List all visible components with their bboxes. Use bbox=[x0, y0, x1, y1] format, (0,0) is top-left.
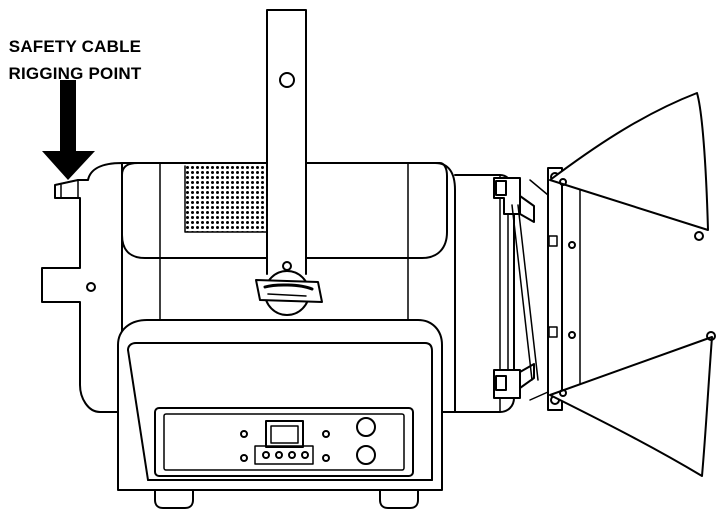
vent-grille bbox=[184, 165, 271, 233]
safety-cable-rigging-point bbox=[54, 179, 79, 199]
callout-label-line-1: SAFETY CABLE bbox=[8, 37, 142, 56]
gel-frame-clip-bottom bbox=[493, 363, 535, 399]
top-housing bbox=[121, 162, 448, 259]
base-feet bbox=[154, 489, 419, 509]
callout-label-line-2: RIGGING POINT bbox=[8, 64, 142, 83]
menu-buttons bbox=[240, 430, 330, 465]
barn-door-leaf-top bbox=[549, 92, 709, 241]
tilt-lock-knob bbox=[255, 270, 323, 316]
callout-arrow bbox=[42, 80, 95, 180]
rear-cap bbox=[41, 162, 123, 413]
dmx-connectors bbox=[356, 417, 376, 465]
yoke-arm bbox=[266, 9, 307, 275]
gel-frame-clip-top bbox=[493, 177, 535, 223]
control-panel bbox=[154, 407, 414, 477]
barn-door-frame bbox=[547, 167, 581, 411]
barn-door-leaf-bottom bbox=[549, 331, 716, 477]
lcd-display bbox=[265, 420, 304, 448]
